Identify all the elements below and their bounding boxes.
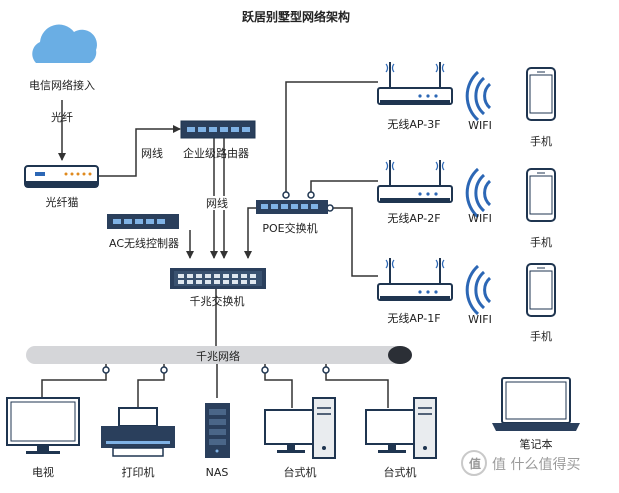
poe-ap1-link [330,207,378,277]
ac-controller-icon [107,214,179,229]
ac-controller-label: AC无线控制器 [109,236,179,250]
phone-2f-label: 手机 [530,235,552,249]
gigabit-switch-label: 千兆交换机 [190,294,245,308]
laptop-label: 笔记本 [520,437,553,451]
gigabit-switch-icon [170,268,266,289]
modem-icon [24,165,99,188]
lan-link-label: 网线 [206,196,228,210]
printer-label: 打印机 [122,465,155,479]
wifi-2f-icon [465,167,492,219]
poe-ap2-link [310,180,378,196]
lan-label-bg [202,196,232,210]
backbone-ports [102,366,330,374]
laptop-icon [492,377,580,431]
desktop-2-icon [365,397,437,459]
ap-2f-label: 无线AP-2F [387,211,440,225]
router-icon [180,120,256,139]
svg-text:值: 值 [469,456,481,471]
desktop-1-icon [264,397,336,459]
poe-port-3 [282,191,290,199]
ap-3f-icon [377,61,453,105]
poe-ap3-link [285,81,378,196]
cloud-label: 电信网络接入 [29,78,95,92]
phone-1f-icon [526,263,556,317]
wan-link [98,125,181,177]
fiber-link-label: 光纤 [51,110,73,124]
backbone-end-cap [388,346,412,364]
poe-switch-link [244,207,257,259]
phone-1f-label: 手机 [530,329,552,343]
ap-1f-label: 无线AP-1F [387,311,440,325]
modem-label: 光纤猫 [46,195,79,209]
ap-2f-icon [377,159,453,203]
wifi-3f-label: WIFI [468,119,492,132]
wan-link-label: 网线 [141,146,163,160]
router-label: 企业级路由器 [183,146,249,160]
diagram-title: 跃居别墅型网络架构 [242,9,350,24]
poe-switch-label: POE交换机 [262,221,317,235]
nas-label: NAS [206,466,229,479]
poe-switch-icon [256,200,328,214]
phone-3f-icon [526,67,556,121]
tv-label: 电视 [32,465,54,479]
nas-icon [205,403,230,458]
wifi-3f-icon [465,70,492,122]
wifi-1f-icon [465,264,492,316]
wifi-1f-label: WIFI [468,313,492,326]
tv-icon [6,397,80,454]
backbone-label: 千兆网络 [196,349,240,363]
phone-2f-icon [526,168,556,222]
desktop-1-label: 台式机 [284,465,317,479]
wifi-2f-label: WIFI [468,212,492,225]
poe-port-2 [307,191,315,199]
desktop-2-label: 台式机 [384,465,417,479]
ap-1f-icon [377,257,453,301]
cloud-icon [32,24,97,63]
backbone-drops [41,364,389,408]
printer-icon [101,407,175,457]
phone-3f-label: 手机 [530,134,552,148]
ap-3f-label: 无线AP-3F [387,117,440,131]
watermark-text: 值 什么值得买 [492,456,580,473]
backbone-label-bg [188,347,248,362]
watermark: 值 值 什么值得买 [461,450,580,476]
